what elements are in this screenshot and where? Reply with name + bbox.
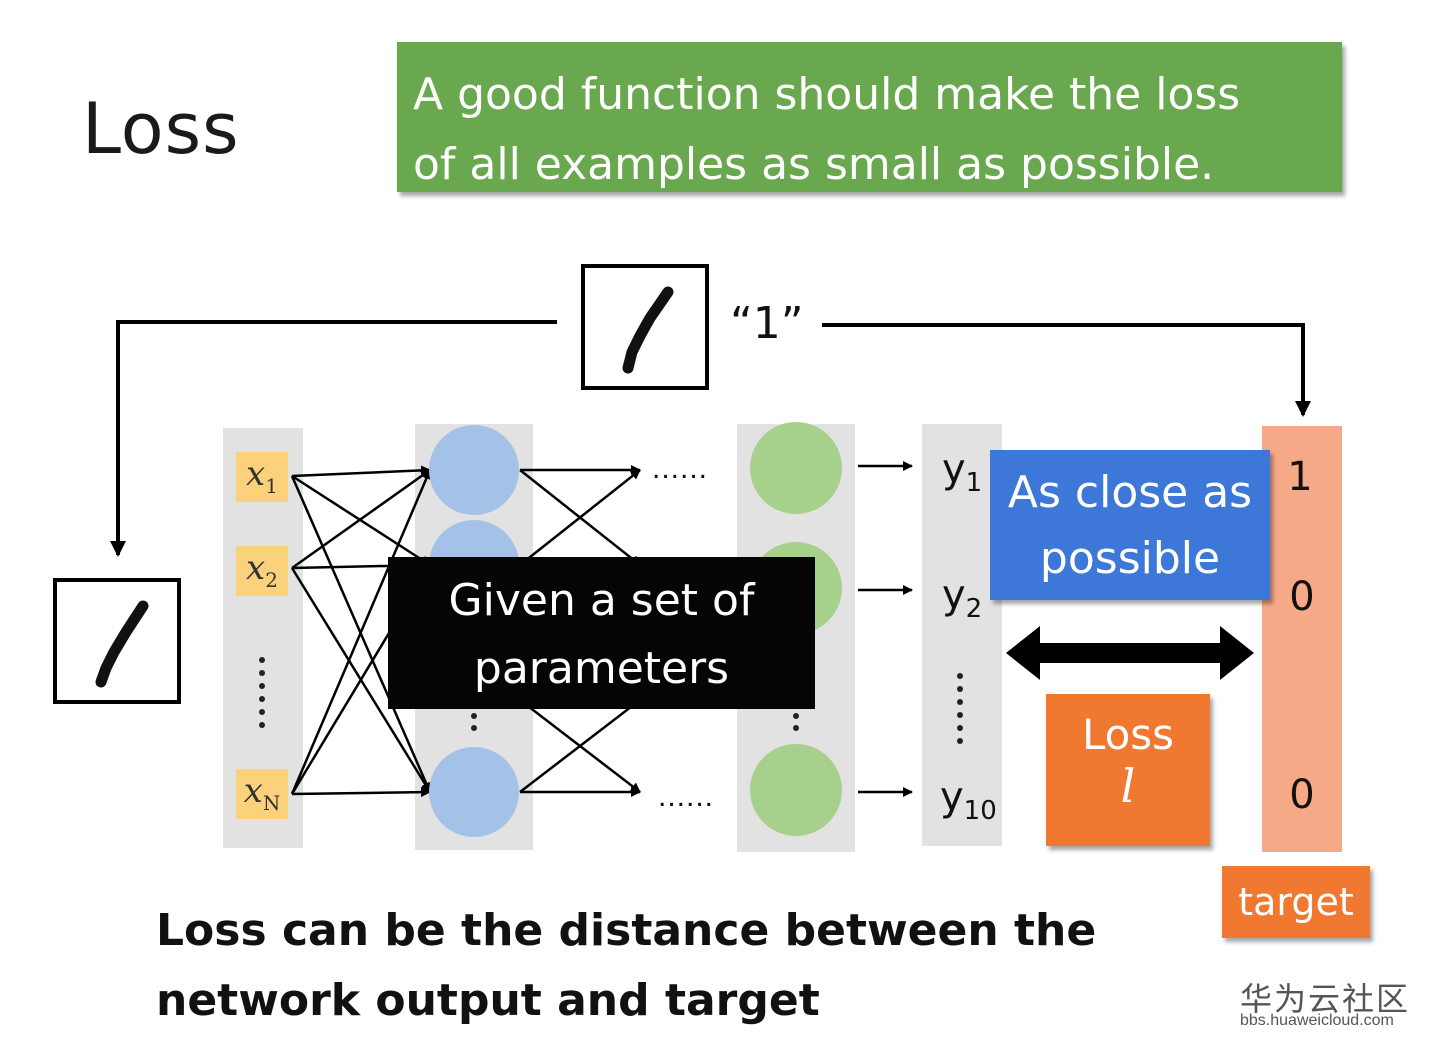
hidden-node-1 [429, 425, 519, 515]
target-value-1: 1 [1287, 454, 1313, 500]
good-function-callout: A good function should make the loss of … [397, 42, 1342, 192]
input-x2: x2 [236, 546, 288, 596]
output-arrows [858, 461, 913, 797]
parameters-callout: Given a set of parameters [388, 557, 815, 709]
output-y10-sub: 10 [963, 796, 997, 826]
output-y10-base: y [940, 774, 964, 820]
target-column: 1 0 0 [1262, 426, 1342, 852]
page-title: Loss [82, 88, 240, 170]
loss-box-label: Loss [1081, 710, 1175, 759]
callout-line-1: A good function should make the loss [413, 69, 1241, 120]
input-xn: xN [236, 769, 288, 819]
image-to-input-arrow [110, 320, 557, 557]
last-hidden-node-1 [750, 422, 842, 514]
hidden-ellipsis-top: ...... [652, 452, 709, 485]
digit-image-top [581, 264, 709, 390]
input-x1: x1 [236, 452, 288, 502]
input-x1-base: x [246, 454, 266, 494]
label-to-target-arrow [822, 323, 1311, 417]
input-x2-sub: 2 [265, 567, 278, 592]
output-y1-base: y [942, 446, 966, 492]
close-line-1: As close as [1007, 467, 1253, 518]
vertical-ellipses [259, 657, 963, 744]
loss-symbol: l [1120, 759, 1136, 813]
output-y10: y10 [940, 774, 997, 826]
parameters-line-2: parameters [473, 643, 730, 694]
input-x2-base: x [246, 548, 266, 588]
input-x1-sub: 1 [265, 473, 278, 498]
callout-line-2: of all examples as small as possible. [413, 139, 1215, 190]
target-label: target [1222, 866, 1370, 938]
description-line-2: network output and target [156, 975, 820, 1026]
watermark-url: bbs.huaweicloud.com [1240, 1012, 1394, 1029]
hidden-node-n [429, 747, 519, 837]
output-y2: y2 [942, 572, 982, 624]
description-line-1: Loss can be the distance between the [156, 905, 1097, 956]
watermark-logo-text: 华为云社区 [1240, 981, 1411, 1017]
label-connector-lines [110, 320, 1311, 557]
label-one-text: “1” [730, 298, 804, 349]
output-y1: y1 [942, 446, 982, 498]
close-as-possible-callout: As close as possible [990, 450, 1270, 600]
output-y2-base: y [942, 572, 966, 618]
output-y1-sub: 1 [965, 468, 983, 498]
hidden-ellipsis-bottom: ...... [658, 780, 715, 813]
digit-image-left [53, 578, 181, 704]
distance-double-arrow [1006, 626, 1254, 680]
output-y2-sub: 2 [965, 594, 983, 624]
loss-box: Loss l [1046, 694, 1210, 846]
parameters-line-1: Given a set of [448, 575, 755, 626]
output-layer-column [922, 424, 1002, 846]
last-hidden-node-n [750, 744, 842, 836]
input-xn-sub: N [262, 790, 281, 815]
close-line-2: possible [1039, 533, 1221, 584]
loss-description: Loss can be the distance between the net… [156, 896, 1096, 1036]
input-xn-base: x [243, 771, 263, 811]
target-value-2: 0 [1289, 574, 1315, 620]
target-value-10: 0 [1289, 772, 1315, 818]
